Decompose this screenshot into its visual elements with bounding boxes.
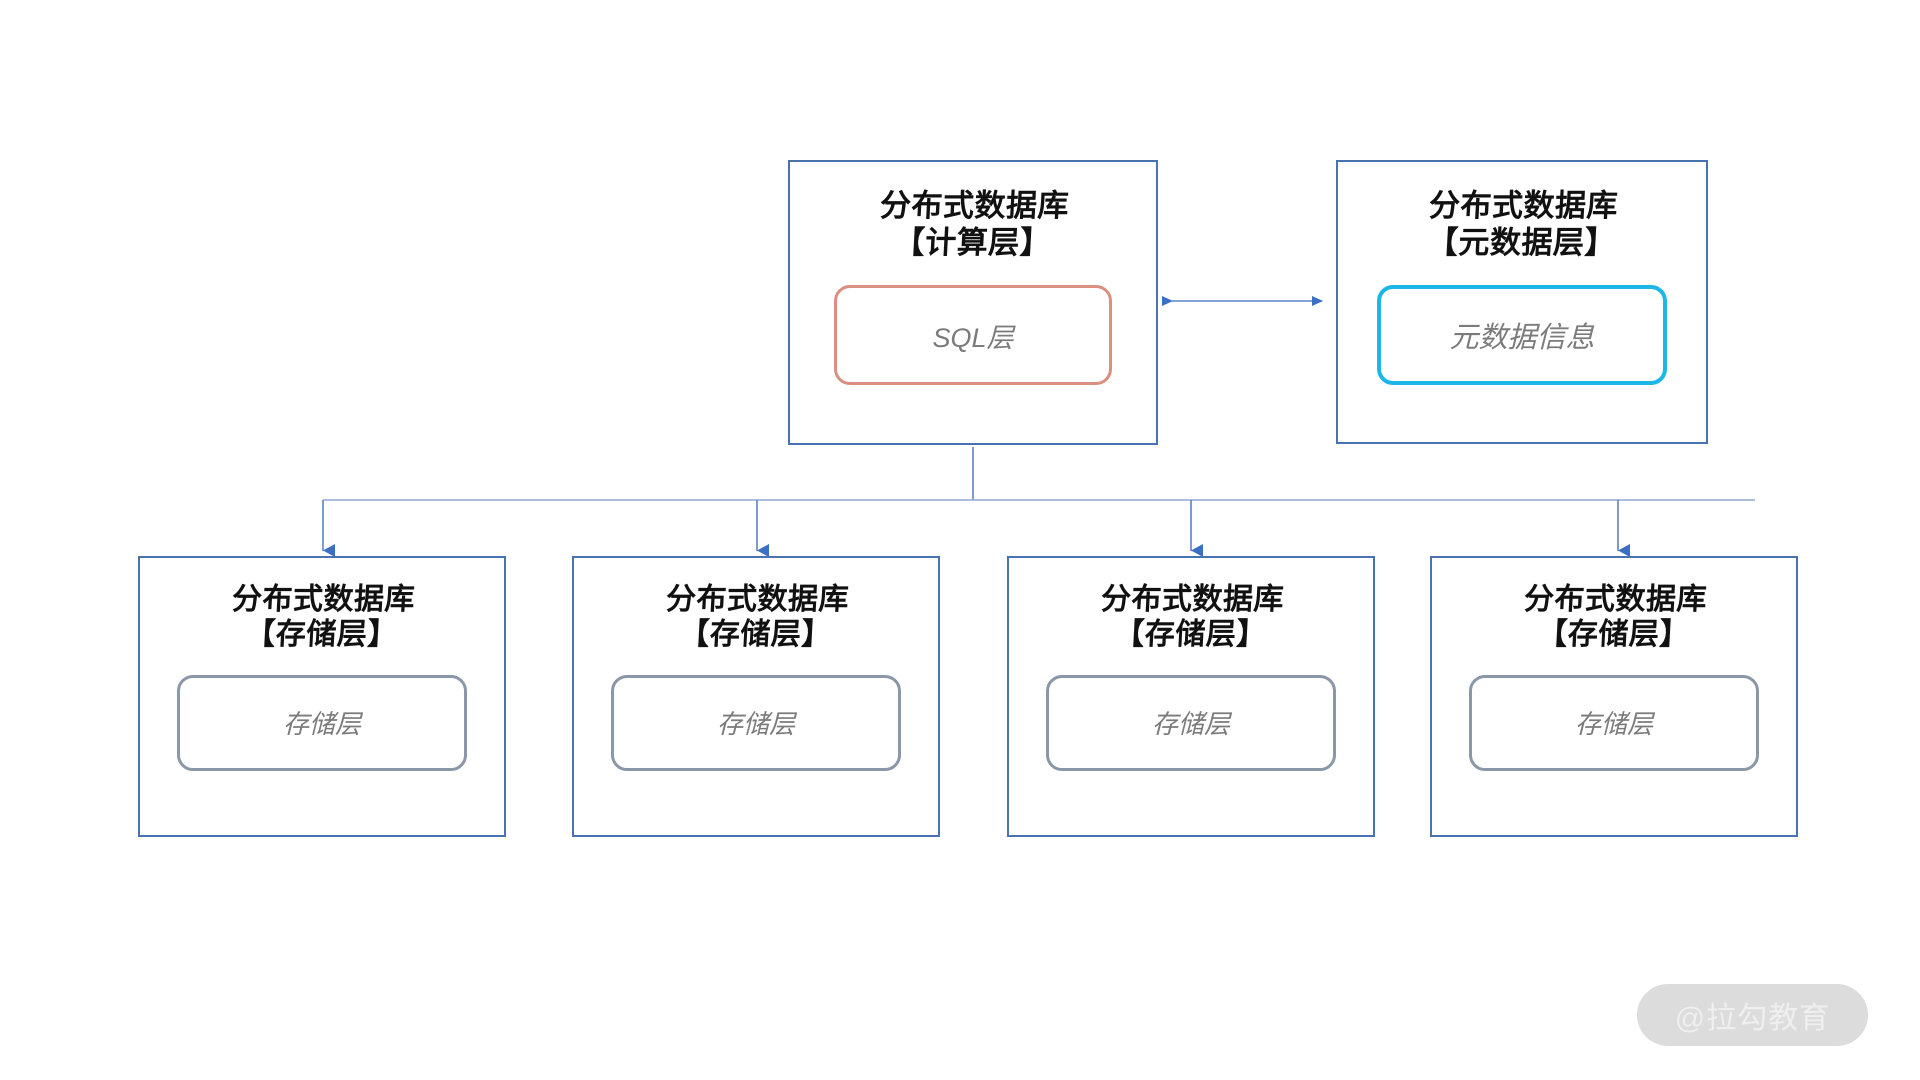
pill-storage-label: 存储层 <box>282 709 361 740</box>
pill-storage-label: 存储层 <box>716 709 795 740</box>
pill-storage-label: 存储层 <box>1151 709 1230 740</box>
pill-storage-layer[interactable]: 存储层 <box>611 674 901 771</box>
pill-sql-label: SQL层 <box>932 322 1014 353</box>
watermark-badge: @拉勾教育 <box>1637 984 1868 1046</box>
node-storage-title: 分布式数据库 【存储层】 <box>230 583 416 652</box>
node-storage-layer-4[interactable]: 分布式数据库 【存储层】 存储层 <box>1430 556 1798 837</box>
pill-metadata-info[interactable]: 元数据信息 <box>1377 285 1667 386</box>
node-storage-layer-2[interactable]: 分布式数据库 【存储层】 存储层 <box>572 556 940 837</box>
pill-storage-label: 存储层 <box>1574 709 1653 740</box>
node-metadata-title: 分布式数据库 【元数据层】 <box>1425 188 1619 260</box>
pill-storage-layer[interactable]: 存储层 <box>177 674 467 771</box>
pill-storage-layer[interactable]: 存储层 <box>1469 674 1759 771</box>
node-compute-layer[interactable]: 分布式数据库 【计算层】 SQL层 <box>788 160 1158 445</box>
node-metadata-layer[interactable]: 分布式数据库 【元数据层】 元数据信息 <box>1336 160 1708 444</box>
node-storage-layer-1[interactable]: 分布式数据库 【存储层】 存储层 <box>138 556 506 837</box>
node-compute-title: 分布式数据库 【计算层】 <box>878 188 1070 260</box>
tree-connector-compute-storage <box>322 447 1755 557</box>
node-storage-title: 分布式数据库 【存储层】 <box>664 583 850 652</box>
pill-metadata-label: 元数据信息 <box>1449 322 1595 355</box>
watermark-text: @拉勾教育 <box>1674 1002 1831 1035</box>
pill-sql-layer[interactable]: SQL层 <box>834 285 1112 386</box>
node-storage-title: 分布式数据库 【存储层】 <box>1099 583 1285 652</box>
node-storage-layer-3[interactable]: 分布式数据库 【存储层】 存储层 <box>1007 556 1375 837</box>
pill-storage-layer[interactable]: 存储层 <box>1046 674 1336 771</box>
node-storage-title: 分布式数据库 【存储层】 <box>1522 583 1708 652</box>
